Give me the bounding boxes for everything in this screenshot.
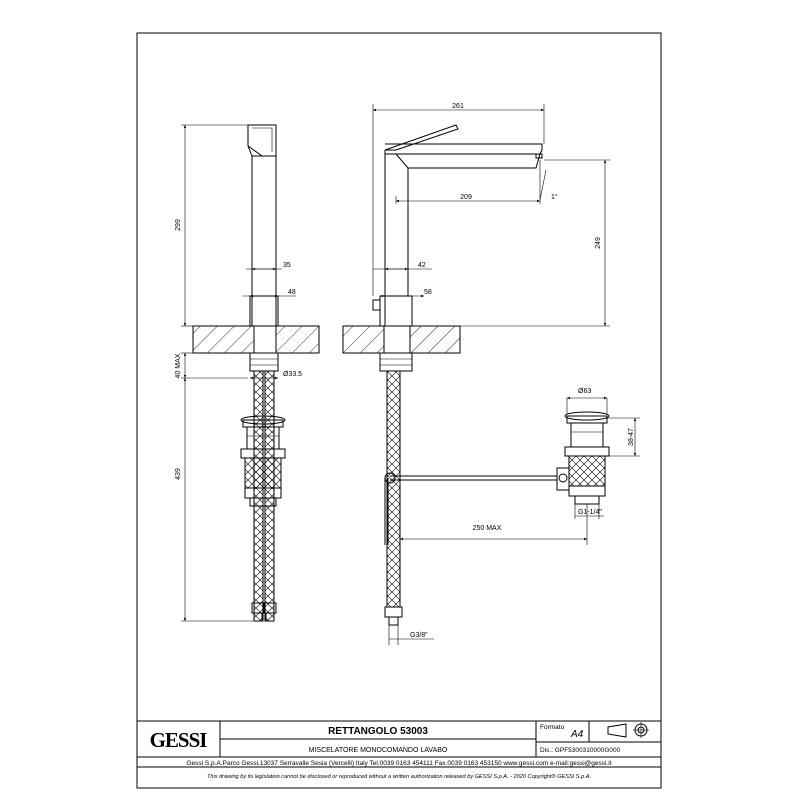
front-view-drain-cap [564, 411, 610, 421]
front-view-hose [386, 370, 401, 608]
dim-1-degree: 1° [551, 193, 558, 201]
dim-diam-33-5: Ø33.5 [283, 371, 302, 378]
projection-symbol-icon [607, 723, 627, 738]
side-view-dimensions [181, 124, 296, 622]
side-view-hose-left [253, 370, 264, 622]
product-description: MISCELATORE MONOCOMANDO LAVABO [309, 747, 448, 754]
company-address: Gessi S.p.A.Parco Gessi,13037 Serravalle… [187, 760, 612, 767]
dim-35: 35 [283, 262, 291, 269]
dim-diam-63: Ø63 [578, 388, 591, 395]
side-view [192, 124, 320, 622]
dim-g1-1-4: G1-1/4" [578, 509, 602, 516]
legal-note: This drawing by its legislation cannot b… [207, 773, 591, 780]
front-view-body [384, 150, 409, 326]
product-name: RETTANGOLO 53003 [328, 726, 428, 737]
dim-58: 58 [424, 289, 432, 296]
side-view-nut [249, 352, 279, 372]
drawing-number: Dis.: GPF5300310000G000 [540, 747, 621, 754]
dim-250-max: 250 MAX [473, 525, 502, 532]
dim-261: 261 [452, 103, 464, 110]
dim-40-max: 40 MAX [175, 353, 182, 378]
front-view-handle [384, 124, 459, 151]
front-view [342, 124, 610, 626]
side-view-base [249, 295, 279, 327]
dim-42: 42 [418, 262, 426, 269]
side-view-body [251, 155, 277, 327]
side-view-drain-cap [240, 415, 286, 425]
dim-38-47: 38-47 [628, 428, 635, 446]
gessi-logo: GESSI [150, 728, 208, 752]
dim-g3-8: G3/8" [410, 632, 428, 639]
dim-439: 439 [175, 468, 182, 480]
format-value: A4 [570, 729, 584, 740]
side-view-hose-right [264, 370, 275, 622]
format-label: Formato [540, 724, 565, 731]
front-view-dimensions [372, 104, 640, 645]
dim-249: 249 [595, 237, 602, 249]
dim-209: 209 [460, 194, 472, 201]
title-block [136, 720, 662, 768]
dim-299: 299 [175, 219, 182, 231]
dim-48: 48 [288, 289, 296, 296]
drawing-frame [136, 32, 662, 789]
